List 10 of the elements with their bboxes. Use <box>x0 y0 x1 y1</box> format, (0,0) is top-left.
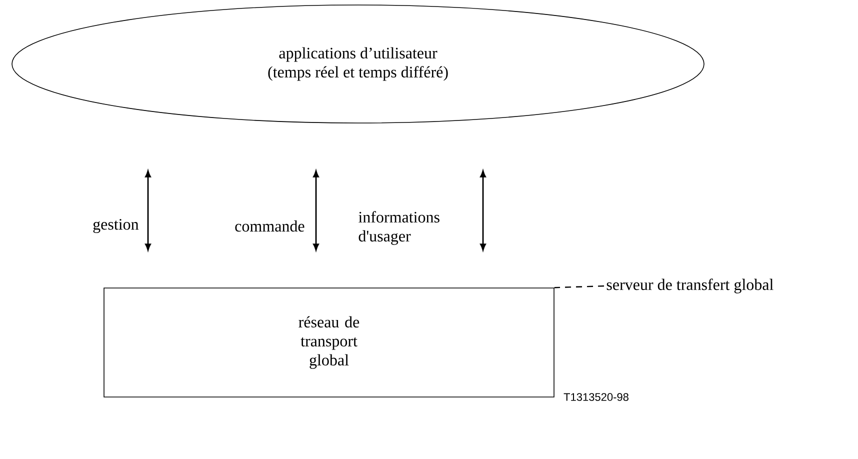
double-arrow <box>480 170 486 251</box>
double-arrow <box>313 170 319 251</box>
bare-text: serveur de transfert global <box>606 278 774 294</box>
double-arrow <box>145 170 151 251</box>
leader-line <box>554 285 604 288</box>
edge-label: informations d'usager <box>358 211 440 245</box>
process-box: réseau de transport global <box>104 288 554 398</box>
edge-label: gestion <box>93 219 139 234</box>
edge-label: commande <box>235 220 304 232</box>
figure-code: T1313520-98 <box>564 393 628 401</box>
